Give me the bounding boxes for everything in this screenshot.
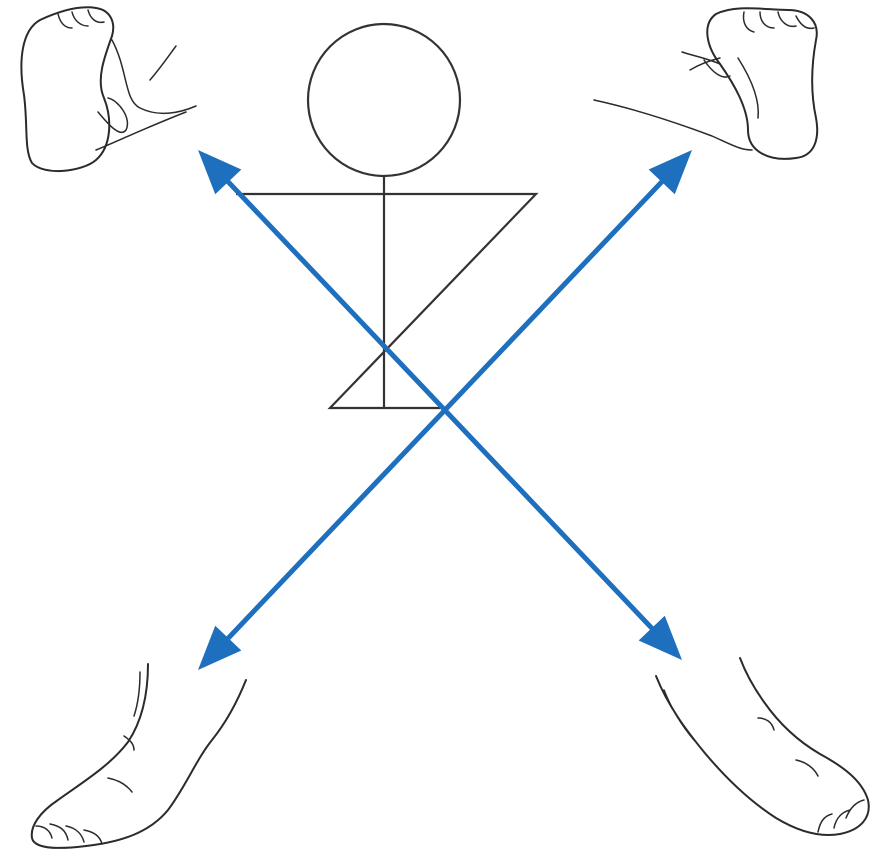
foot-bottom-right: [656, 658, 869, 835]
arrow-diagonal-a-shaft: [224, 178, 656, 633]
foot-sole-top-left: [21, 7, 196, 171]
arrow-diagonal-a: [198, 150, 682, 660]
head-circle: [308, 24, 460, 176]
foot-sole-top-right: [594, 8, 817, 159]
arrows-group: [198, 150, 692, 670]
foot-bottom-left: [32, 664, 246, 848]
torso-triangle: [236, 194, 536, 408]
